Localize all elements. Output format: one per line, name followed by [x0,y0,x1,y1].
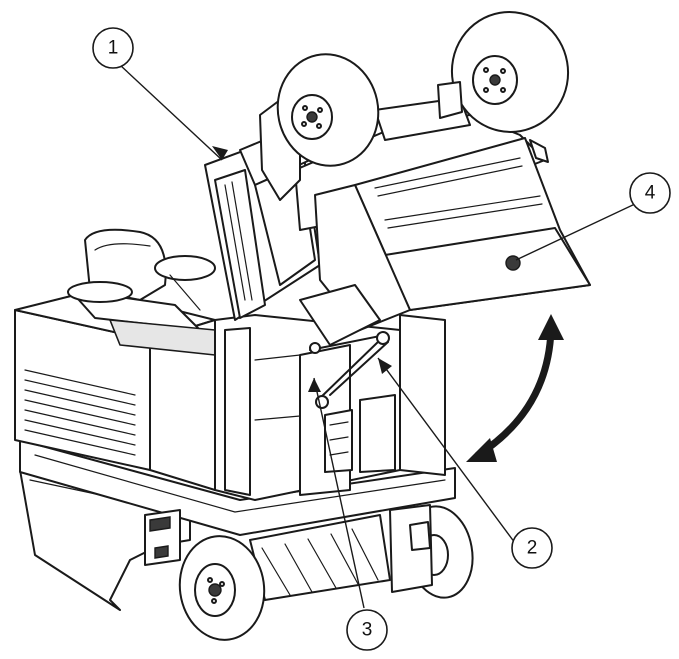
operator-seat [69,228,216,356]
leader-4 [515,202,638,261]
leader-1 [119,64,223,161]
leader-3 [313,377,365,609]
callout-4: 4 [629,172,671,214]
filled-dot-icon [505,255,521,271]
upper-wheel-left [276,53,380,167]
front-wheel [178,535,266,641]
callout-1: 1 [92,27,134,69]
callout-label: 1 [108,38,119,59]
callout-label: 2 [527,538,538,559]
steering-wheel [67,255,216,311]
side-bracket [144,509,181,566]
main-frame [214,314,446,501]
callout-label: 4 [645,183,656,204]
callout-3: 3 [346,609,388,651]
leader-2 [377,357,516,544]
rear-wheel [389,504,474,599]
callout-2: 2 [511,527,553,569]
leader-lines [119,64,638,609]
upper-wheel-right [437,11,570,133]
machine-chassis [14,289,456,611]
callout-label: 3 [362,620,373,641]
curved-double-arrow-icon [466,314,564,462]
vent-louvres [24,369,136,456]
